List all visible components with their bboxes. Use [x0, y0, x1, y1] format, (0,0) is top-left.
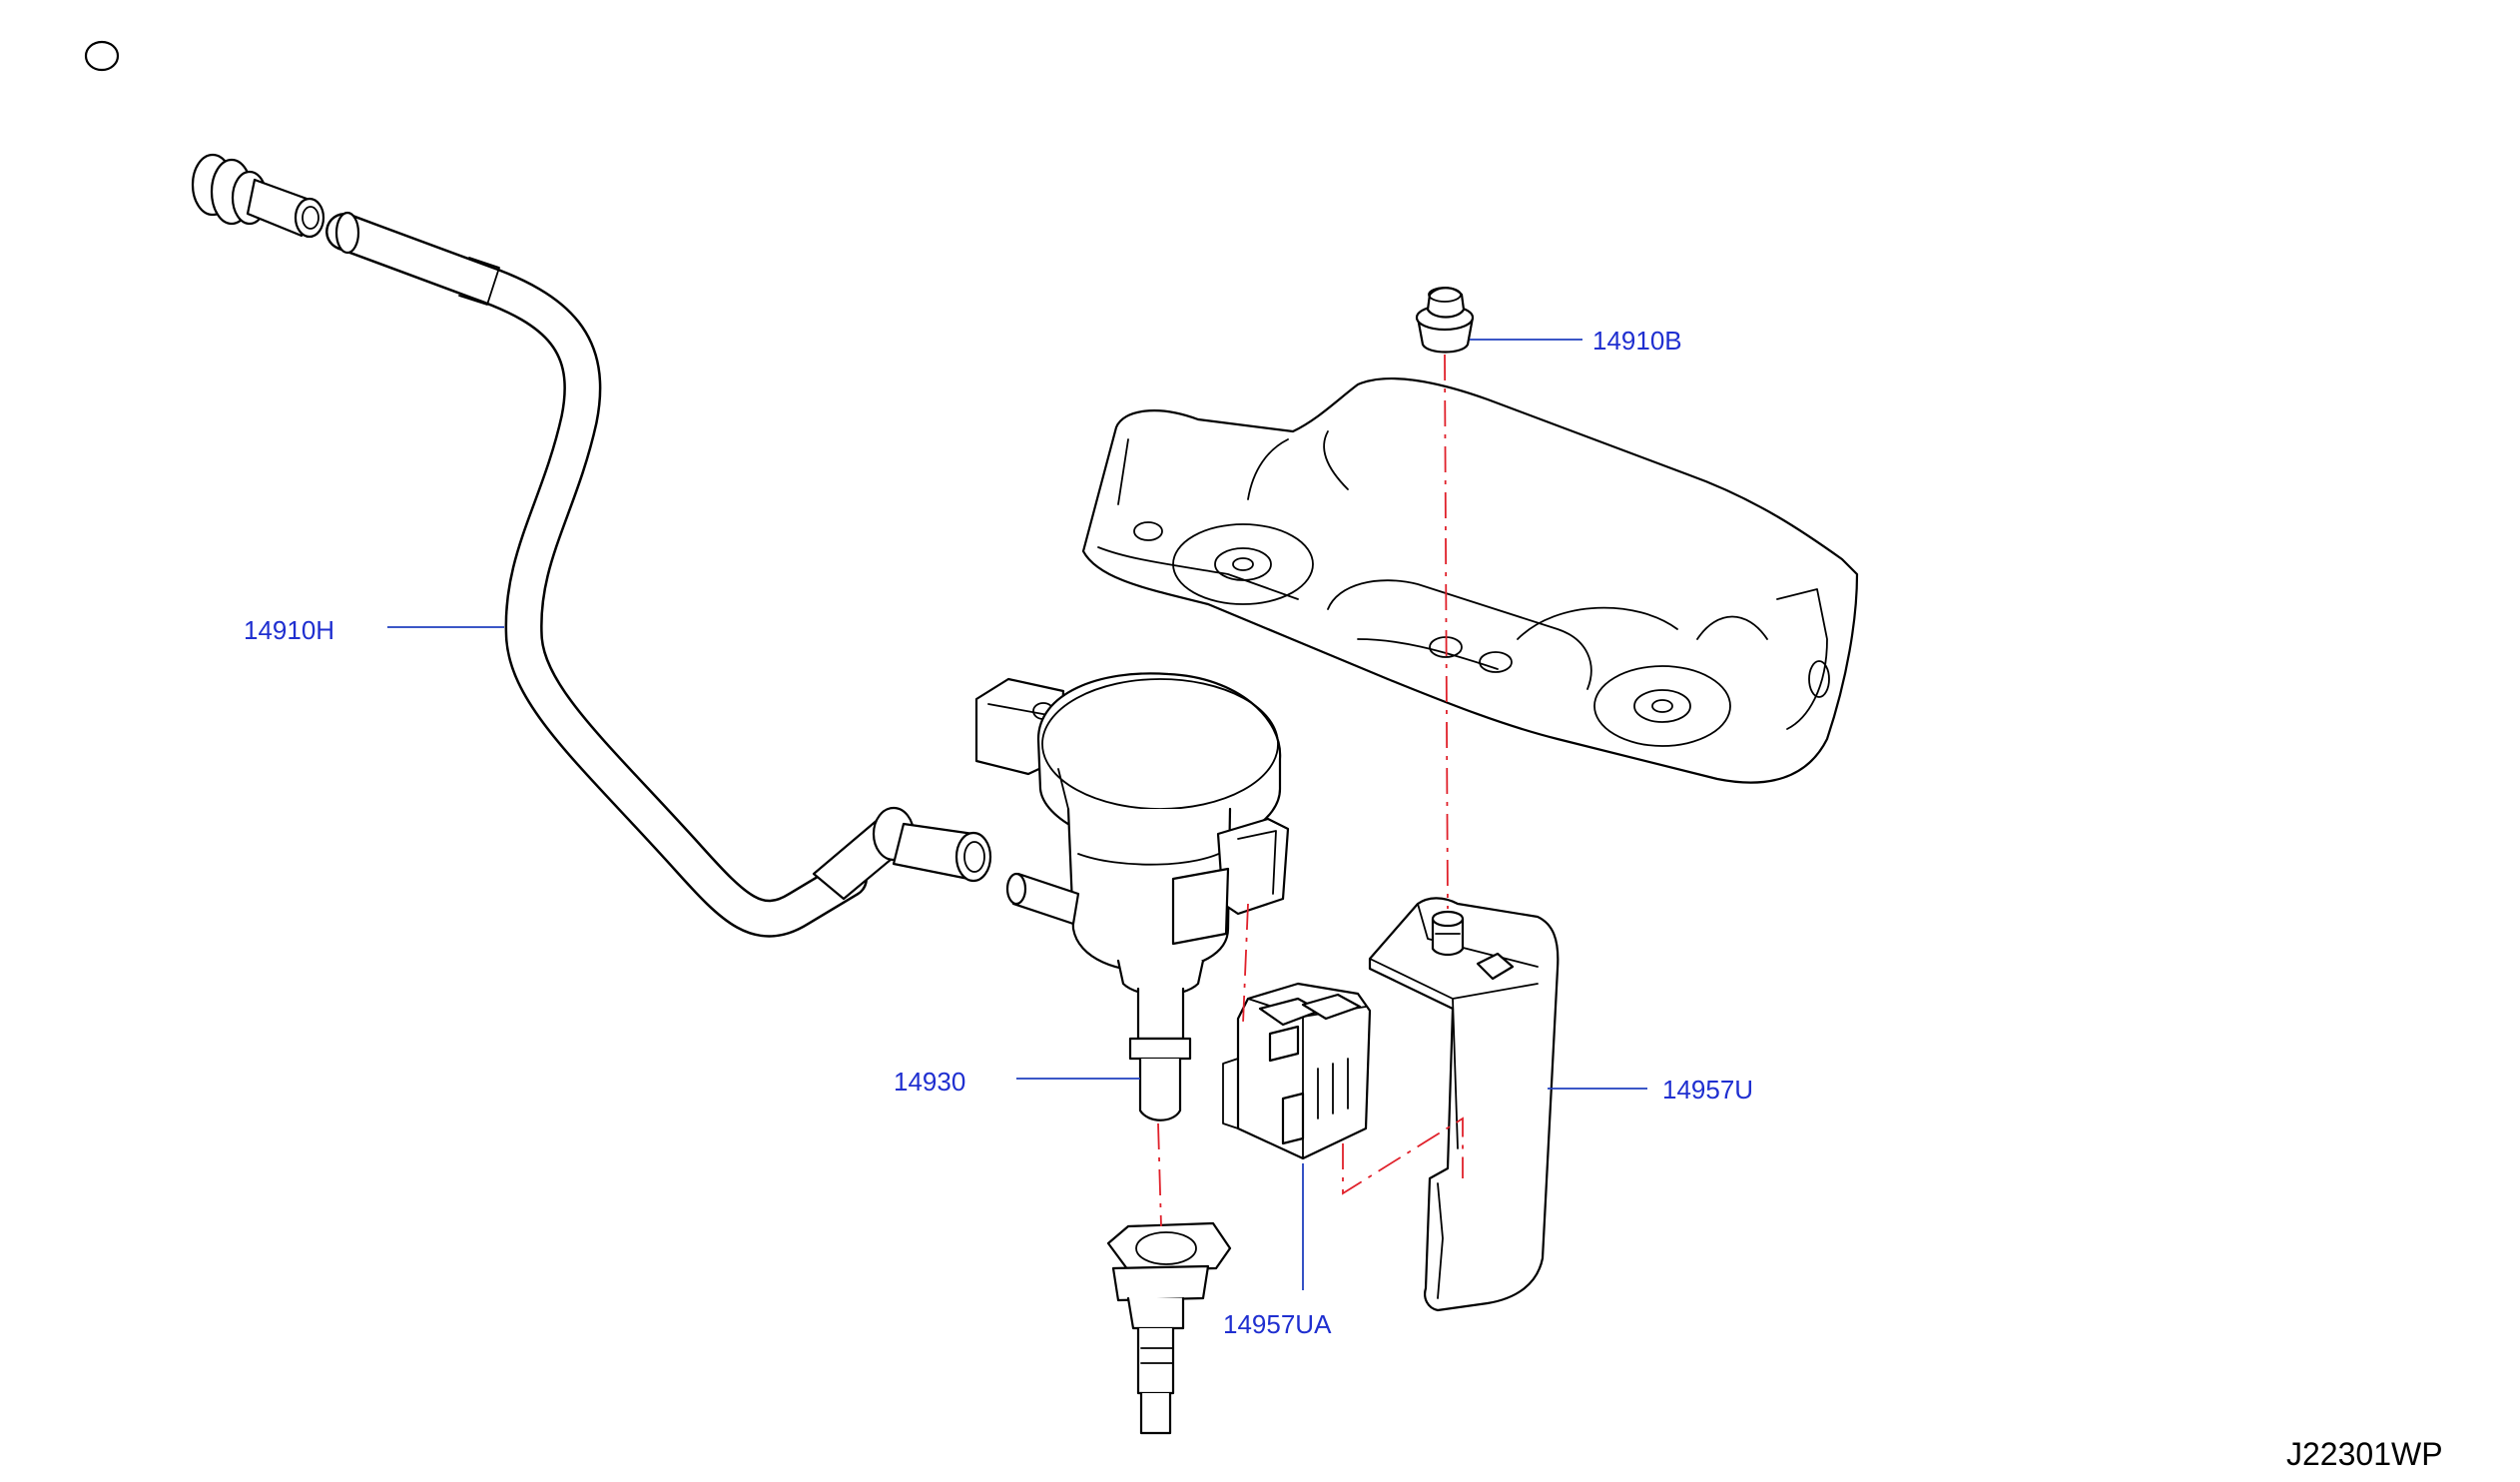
callout-14957u: 14957U — [1662, 1075, 1753, 1105]
clip-nut — [1415, 287, 1475, 354]
callout-14910b: 14910B — [1592, 326, 1682, 356]
purge-control-valve — [974, 672, 1290, 1121]
mounting-bracket — [1368, 897, 1560, 1312]
callout-14930: 14930 — [894, 1067, 965, 1097]
hose-assembly — [54, 35, 992, 938]
callout-14957ua: 14957UA — [1223, 1309, 1332, 1339]
leader-lines — [387, 339, 1647, 1290]
callout-14910h: 14910H — [244, 615, 334, 645]
harness-connector — [1222, 982, 1372, 1160]
lower-clip-and-pipe — [1106, 1221, 1232, 1435]
assembly-lines — [1157, 354, 1464, 1227]
diagram-reference-code: J22301WP — [2286, 1436, 2443, 1472]
